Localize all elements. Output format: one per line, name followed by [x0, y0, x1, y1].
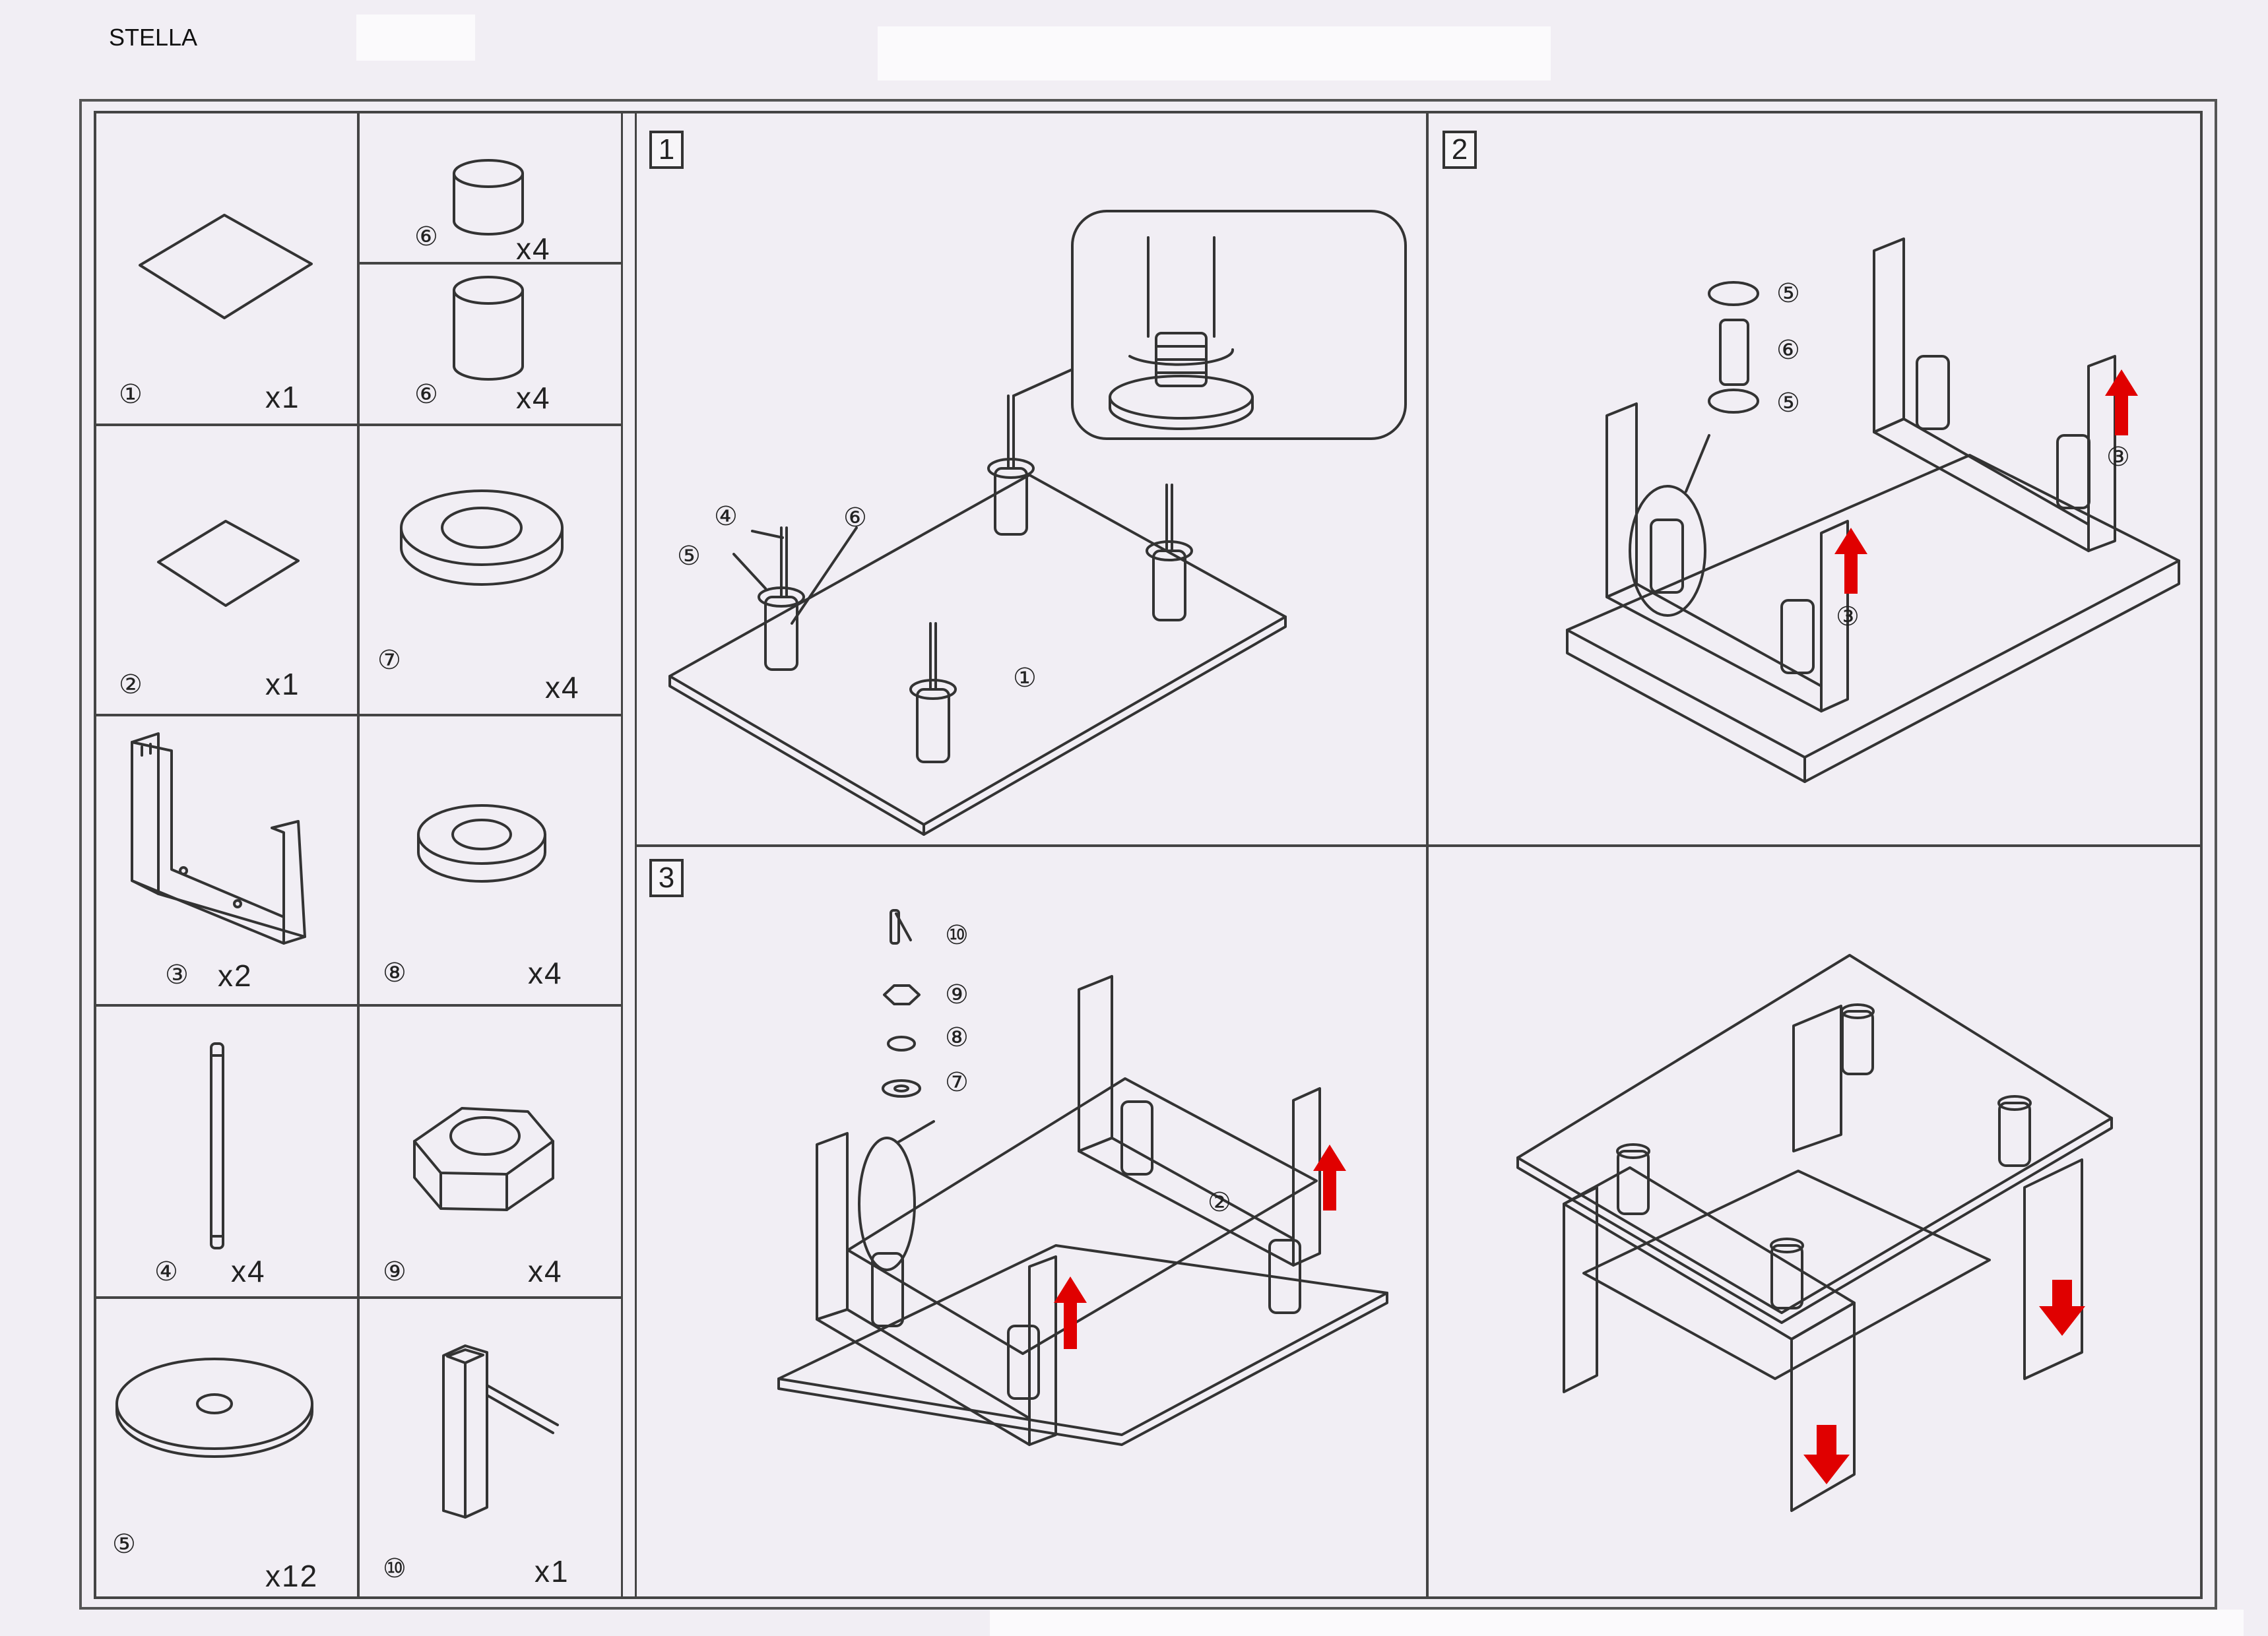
document-title: STELLA: [109, 24, 198, 51]
arrow-up-icon: [1054, 1276, 1087, 1349]
step-2-callout-5a: ⑤: [1776, 279, 1800, 308]
step-number-1: 1: [649, 131, 684, 169]
part-6b-cylinder: [453, 276, 524, 381]
arrow-up-icon: [1834, 528, 1867, 594]
step-3-callout-10: ⑩: [945, 921, 969, 950]
part-4-rod: [210, 1042, 224, 1249]
arrow-down-icon: [1803, 1425, 1850, 1484]
step-panel-4: [1427, 845, 2203, 1599]
step-2-callout-3b: ③: [1836, 602, 1860, 631]
part-6b-qty: x4: [516, 381, 551, 415]
step-1-callout-6: ⑥: [843, 503, 867, 532]
step-2-callout-5b: ⑤: [1776, 389, 1800, 418]
step-3-drawing: [777, 909, 1388, 1446]
part-4-qty: x4: [231, 1254, 266, 1288]
part-6a-cylinder: [453, 159, 524, 236]
part-3-u-frame: [131, 732, 306, 945]
part-6b-number: ⑥: [414, 380, 438, 409]
part-1-qty: x1: [265, 380, 300, 414]
part-7-washer: [400, 489, 564, 586]
step-1-callout-1: ①: [1013, 664, 1037, 693]
part-9-hex-nut: [413, 1107, 554, 1211]
part-9-qty: x4: [528, 1254, 563, 1288]
part-4-number: ④: [154, 1257, 178, 1286]
step-2-callout-6: ⑥: [1776, 336, 1800, 365]
arrow-up-icon: [2105, 369, 2138, 435]
part-10-number: ⑩: [383, 1554, 406, 1583]
part-8-number: ⑧: [383, 959, 406, 988]
part-5-qty: x12: [265, 1559, 319, 1593]
part-6a-number: ⑥: [414, 222, 438, 251]
part-6a-qty: x4: [516, 232, 551, 266]
step-4-drawing: [1516, 954, 2113, 1512]
arrow-down-icon: [2039, 1280, 2085, 1336]
arrow-up-icon: [1313, 1145, 1346, 1211]
red-arrows: [1054, 369, 2138, 1484]
part-1-large-glass: [139, 214, 313, 319]
step-3-callout-8: ⑧: [945, 1023, 969, 1052]
part-9-number: ⑨: [383, 1257, 406, 1286]
part-2-number: ②: [119, 670, 143, 699]
step-1-callout-4: ④: [714, 502, 738, 531]
part-10-qty: x1: [535, 1554, 569, 1589]
part-5-disc: [115, 1358, 313, 1458]
part-3-qty: x2: [218, 959, 253, 993]
part-8-washer: [417, 804, 546, 883]
whiteout-top-center: [878, 26, 1551, 80]
step-3-callout-9: ⑨: [945, 980, 969, 1009]
part-cell-10: [358, 1297, 623, 1599]
step-2-callout-3a: ③: [2106, 443, 2130, 472]
step-number-2: 2: [1442, 131, 1477, 169]
part-3-number: ③: [165, 960, 189, 990]
whiteout-bottom: [990, 1610, 2244, 1636]
part-7-number: ⑦: [377, 646, 401, 675]
part-2-small-glass: [157, 520, 300, 607]
part-1-number: ①: [119, 380, 143, 409]
part-10-wrench: [442, 1344, 559, 1519]
part-7-qty: x4: [545, 670, 580, 705]
part-2-qty: x1: [265, 667, 300, 701]
step-2-drawing: [1566, 237, 2180, 783]
step-1-callout-5: ⑤: [677, 542, 701, 571]
whiteout-top-left: [356, 15, 475, 61]
step-1-drawing: [668, 210, 1407, 836]
outer-frame: [79, 99, 2217, 1610]
part-8-qty: x4: [528, 956, 563, 990]
step-3-callout-7: ⑦: [945, 1068, 969, 1097]
part-5-number: ⑤: [112, 1530, 136, 1559]
step-number-3: 3: [649, 859, 684, 897]
step-3-callout-2: ②: [1208, 1188, 1231, 1217]
